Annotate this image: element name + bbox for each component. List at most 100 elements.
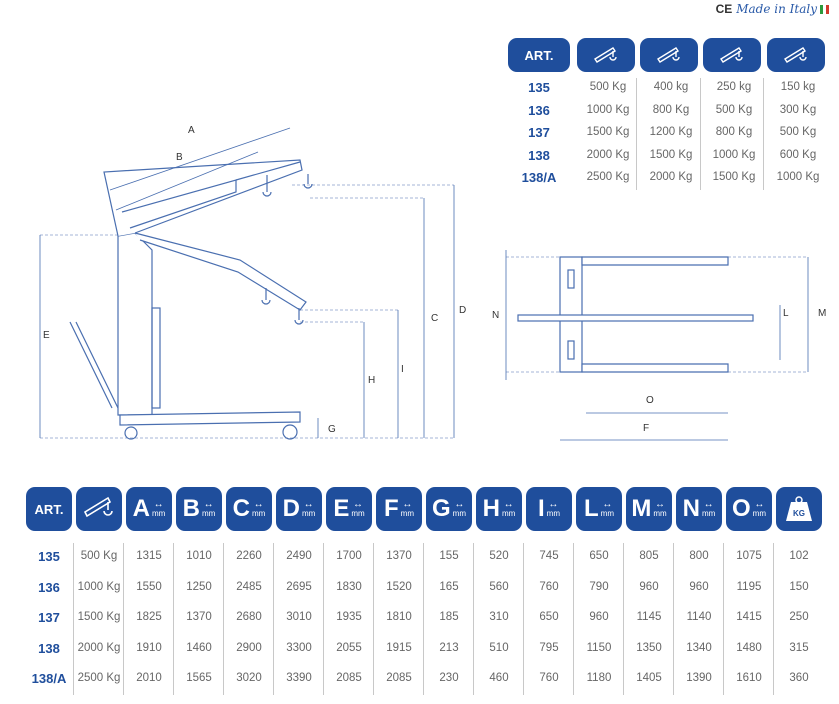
dim-header-letter: F <box>384 495 399 522</box>
dim-header-e: E↔mm <box>326 487 372 531</box>
dimensions-value: 1340 <box>686 641 712 654</box>
dimensions-value: 3010 <box>286 611 312 623</box>
dimensions-value: 745 <box>539 550 559 562</box>
boom-pos-2-icon <box>640 38 698 72</box>
capacity-value: 500 Kg <box>779 126 817 138</box>
dim-header-unit: ↔mm <box>452 499 466 518</box>
dimensions-value: 2085 <box>386 672 412 684</box>
dimensions-column-divider <box>573 543 574 695</box>
capacity-value: 250 kg <box>716 81 752 93</box>
mm-unit-label: mm <box>452 508 466 518</box>
dimensions-value: 3390 <box>286 672 312 684</box>
capacity-value: 500 Kg <box>589 81 627 93</box>
dimensions-value: 2085 <box>336 672 362 684</box>
dim-label-i: I <box>401 364 404 375</box>
dimensions-value: 1370 <box>386 550 412 562</box>
dimensions-value: 1010 <box>186 550 212 562</box>
dim-label-m: M <box>818 308 827 319</box>
dim-label-b: B <box>176 152 183 163</box>
capacity-value: 1000 Kg <box>712 148 756 161</box>
dimensions-value: 1700 <box>336 550 362 562</box>
double-arrow-icon: ↔ <box>253 498 264 510</box>
dimensions-value: 960 <box>689 580 709 593</box>
dim-header-n: N↔mm <box>676 487 722 531</box>
dim-header-l: L↔mm <box>576 487 622 531</box>
dimensions-value: 1810 <box>386 611 412 623</box>
dimensions-value: 760 <box>539 672 559 684</box>
dimensions-value: 2695 <box>286 580 312 593</box>
double-arrow-icon: ↔ <box>402 498 413 510</box>
capacity-art-number: 136 <box>528 102 550 118</box>
capacity-value: 800 Kg <box>715 126 753 138</box>
dimensions-column-divider <box>273 543 274 695</box>
dimensions-value: 1195 <box>736 580 762 593</box>
dim-header-i: I↔mm <box>526 487 572 531</box>
dim-header-letter: B <box>182 495 200 522</box>
dimensions-value: 800 <box>689 550 709 562</box>
dimensions-value: 960 <box>589 611 609 623</box>
dimensions-value: 1825 <box>136 611 162 623</box>
dimensions-column-divider <box>223 543 224 695</box>
dim-label-c: C <box>431 313 439 324</box>
double-arrow-icon: ↔ <box>353 498 363 510</box>
dim-header-unit: ↔mm <box>401 498 414 518</box>
capacity-value: 1500 Kg <box>586 126 630 138</box>
dimensions-column-divider <box>523 543 524 695</box>
dimensions-value: 2260 <box>236 550 262 562</box>
dimensions-value: 102 <box>789 550 809 562</box>
dim-header-unit: ↔mm <box>351 498 364 518</box>
dimensions-column-divider <box>323 543 324 695</box>
dim-header-letter: A <box>132 495 150 522</box>
dimensions-load-value: 2000 Kg <box>77 641 121 654</box>
dim-header-unit: ↔mm <box>702 498 716 518</box>
dimensions-column-divider <box>473 543 474 695</box>
mm-unit-label: mm <box>702 508 716 518</box>
dimensions-value: 250 <box>789 611 809 623</box>
dimensions-value: 1415 <box>736 611 762 623</box>
dimensions-value: 2680 <box>236 611 262 623</box>
mm-unit-label: mm <box>202 508 216 518</box>
capacity-column-divider <box>700 78 701 190</box>
double-arrow-icon: ↔ <box>602 498 613 510</box>
double-arrow-icon: ↔ <box>703 498 714 510</box>
capacity-column-divider <box>636 78 637 190</box>
dim-header-letter: L <box>584 495 599 522</box>
crane-top-view-diagram <box>505 250 809 441</box>
weight-kg-icon: KG <box>776 487 822 531</box>
capacity-value: 800 Kg <box>652 103 690 116</box>
dim-header-letter: N <box>682 495 700 522</box>
capacity-art-number: 137 <box>528 125 550 140</box>
dimensions-load-value: 2500 Kg <box>77 672 121 684</box>
dimensions-value: 1915 <box>386 641 412 654</box>
dimensions-load-value: 1000 Kg <box>77 580 121 593</box>
dimensions-column-divider <box>373 543 374 695</box>
capacity-value: 2000 Kg <box>586 148 630 161</box>
dim-header-letter: C <box>232 495 250 522</box>
dimensions-value: 1350 <box>636 641 662 654</box>
capacity-value: 400 kg <box>653 81 689 93</box>
crane-side-view-diagram <box>39 127 455 440</box>
capacity-value: 150 kg <box>780 81 816 93</box>
dim-header-g: G↔mm <box>426 487 472 531</box>
dimensions-value: 2010 <box>136 672 162 684</box>
dimensions-column-divider <box>173 543 174 695</box>
dim-header-h: H↔mm <box>476 487 522 531</box>
dimensions-value: 1140 <box>686 611 712 623</box>
dim-label-l: L <box>783 308 789 319</box>
dimensions-value: 3020 <box>236 672 262 684</box>
dim-header-unit: ↔mm <box>152 499 165 518</box>
dimensions-value: 185 <box>439 611 459 623</box>
dimensions-value: 230 <box>439 672 459 684</box>
double-arrow-icon: ↔ <box>654 498 665 510</box>
dimensions-value: 1460 <box>186 641 212 654</box>
capacity-value: 1200 Kg <box>649 126 693 138</box>
capacity-art-number: 138 <box>528 147 550 163</box>
dimensions-art-number: 137 <box>38 610 60 625</box>
dimensions-value: 560 <box>489 580 509 593</box>
capacity-value: 2000 Kg <box>649 171 693 183</box>
ce-mark: CE <box>715 2 733 16</box>
dimensions-value: 2485 <box>236 580 262 593</box>
capacity-value: 600 Kg <box>779 148 817 161</box>
dimensions-value: 1830 <box>336 580 362 593</box>
double-arrow-icon: ↔ <box>303 498 314 510</box>
